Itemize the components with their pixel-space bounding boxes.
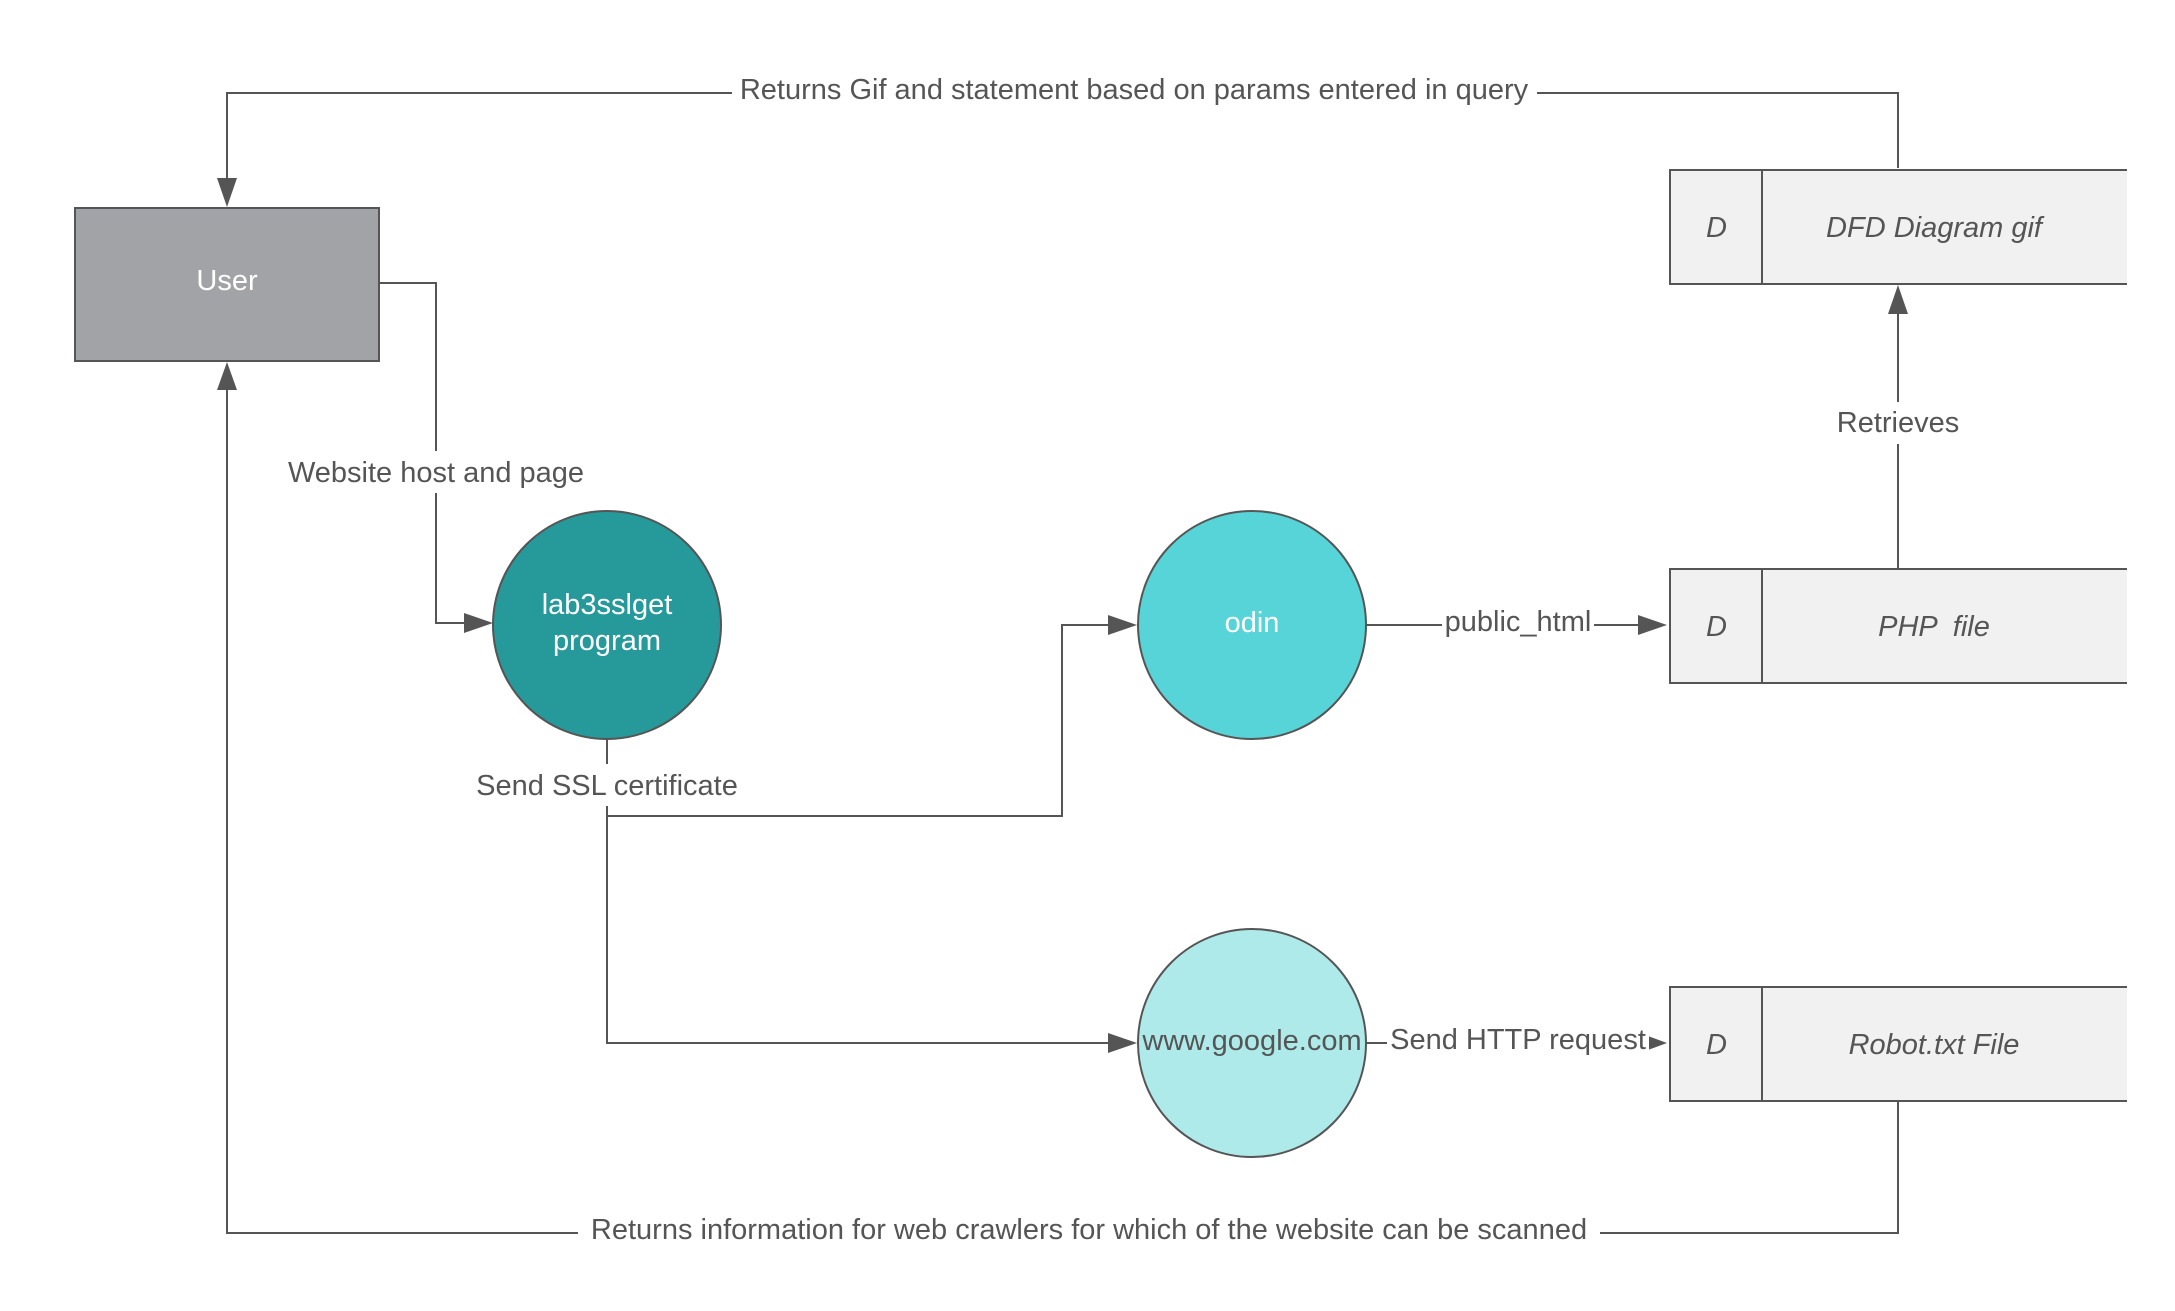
arrowhead-send-ssl-odin [1108, 615, 1137, 635]
store-robot-txt[interactable] [1669, 986, 2175, 1102]
process-google-label: www.google.com [1141, 1025, 1361, 1057]
store-php-file[interactable] [1669, 568, 2175, 684]
arrowhead-send-ssl-google [1108, 1033, 1137, 1053]
process-lab3sslget-label-line1: lab3sslget [542, 589, 673, 621]
right-crop-mask [2127, 0, 2175, 1311]
label-send-ssl: Send SSL certificate [476, 770, 738, 802]
process-odin-label: odin [1225, 607, 1280, 639]
label-bg-send-ssl [472, 764, 742, 806]
store-dfd-gif[interactable] [1669, 169, 2175, 285]
label-retrieves: Retrieves [1837, 407, 1960, 439]
arrowhead-returns-info [217, 362, 237, 390]
label-bg-returns-gif [732, 70, 1537, 112]
process-odin[interactable] [1137, 510, 1367, 740]
store-robot-txt-name: Robot.txt File [1849, 1029, 2020, 1061]
store-dfd-gif-id: D [1706, 212, 1727, 244]
label-returns-gif: Returns Gif and statement based on param… [740, 74, 1529, 106]
edge-send-ssl-google [606, 816, 1110, 1044]
label-bg-send-http [1387, 1020, 1649, 1062]
user-entity-label: User [196, 265, 258, 297]
arrowhead-send-http [1645, 1035, 1667, 1051]
process-google[interactable] [1137, 928, 1367, 1158]
arrowhead-public-html [1638, 615, 1667, 635]
arrowhead-website-host [464, 613, 493, 633]
store-php-file-id: D [1706, 611, 1727, 643]
user-entity[interactable] [74, 207, 380, 362]
label-bg-retrieves [1830, 402, 1966, 444]
label-bg-website-host [284, 451, 589, 493]
store-dfd-gif-name: DFD Diagram gif [1826, 212, 2045, 244]
label-public-html: public_html [1445, 606, 1592, 638]
store-php-file-name: PHP file [1878, 611, 1990, 643]
store-robot-txt-id: D [1706, 1029, 1727, 1061]
label-bg-public-html [1442, 603, 1594, 645]
arrowhead-returns-gif [217, 178, 237, 207]
process-lab3sslget[interactable] [492, 510, 722, 740]
label-send-http: Send HTTP request [1390, 1024, 1646, 1056]
label-returns-info: Returns information for web crawlers for… [591, 1214, 1587, 1246]
process-lab3sslget-label-line2: program [553, 625, 661, 657]
arrowhead-retrieves [1888, 285, 1908, 314]
label-bg-returns-info [578, 1210, 1600, 1252]
label-website-host: Website host and page [288, 457, 584, 489]
